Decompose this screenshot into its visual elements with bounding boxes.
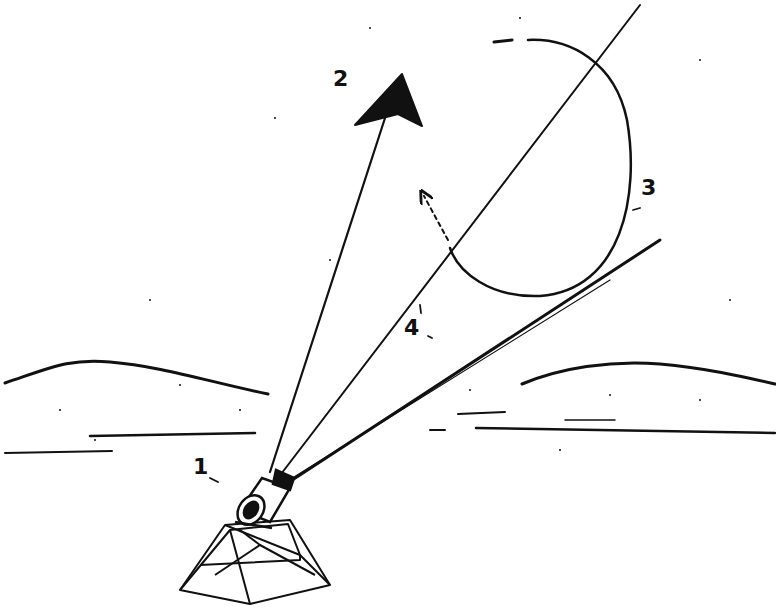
beam-lines <box>270 5 660 486</box>
launcher-head <box>232 470 294 530</box>
launcher-stand <box>180 520 330 604</box>
motion-arc <box>424 40 631 296</box>
speckles <box>59 17 731 451</box>
callout-ticks <box>210 208 640 482</box>
target-triangle <box>355 74 422 126</box>
callout-number: 4 <box>404 317 419 339</box>
callout-number: 1 <box>193 456 208 478</box>
callout-number: 3 <box>641 177 656 199</box>
callout-number: 2 <box>333 68 348 90</box>
landscape <box>5 361 775 453</box>
